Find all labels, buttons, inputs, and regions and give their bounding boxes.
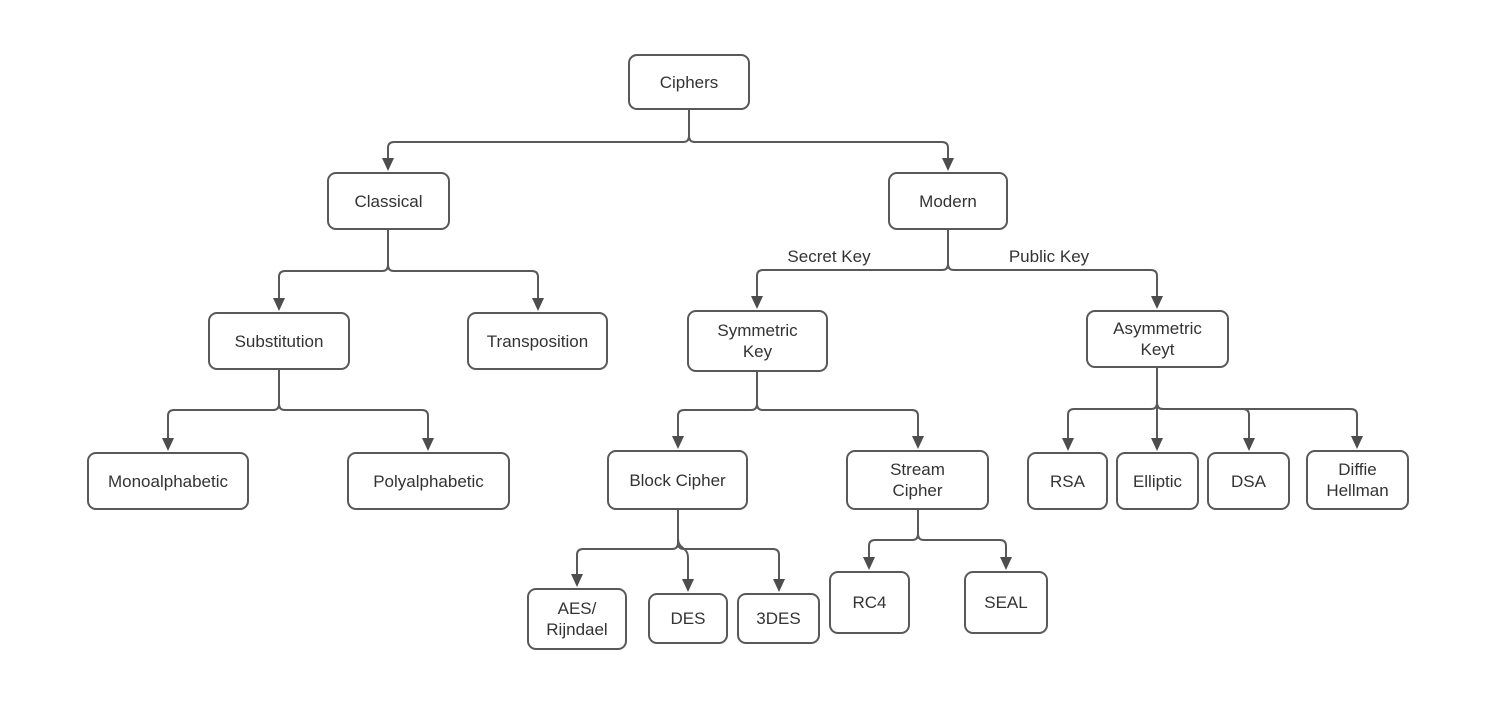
edge-block-cipher-aes-rijndael xyxy=(571,510,679,587)
edge-classical-substitution xyxy=(273,230,389,311)
edge-ciphers-modern xyxy=(688,110,954,171)
edge-label-public-key: Public Key xyxy=(1008,247,1090,266)
node-ciphers: Ciphers xyxy=(628,54,750,110)
node-monoalphabetic: Monoalphabetic xyxy=(87,452,249,510)
edge-stream-cipher-seal xyxy=(917,510,1012,570)
edge-asymmetric-keyt-diffie-hellman xyxy=(1156,368,1363,449)
edge-substitution-polyalphabetic xyxy=(278,370,434,451)
edge-modern-symmetric-key xyxy=(751,230,949,309)
node-3des: 3DES xyxy=(737,593,820,644)
edge-asymmetric-keyt-rsa xyxy=(1062,368,1158,451)
node-elliptic: Elliptic xyxy=(1116,452,1199,510)
edge-symmetric-key-stream-cipher xyxy=(756,372,924,449)
node-des: DES xyxy=(648,593,728,644)
edge-ciphers-classical xyxy=(382,110,690,171)
node-substitution: Substitution xyxy=(208,312,350,370)
edge-symmetric-key-block-cipher xyxy=(672,372,758,449)
edge-stream-cipher-rc4 xyxy=(863,510,919,570)
node-stream-cipher: Stream Cipher xyxy=(846,450,989,510)
node-classical: Classical xyxy=(327,172,450,230)
edge-substitution-monoalphabetic xyxy=(162,370,280,451)
node-seal: SEAL xyxy=(964,571,1048,634)
edge-modern-asymmetric-keyt xyxy=(947,230,1163,309)
edge-block-cipher-des xyxy=(677,510,694,592)
node-transposition: Transposition xyxy=(467,312,608,370)
edge-label-secret-key: Secret Key xyxy=(787,247,871,266)
node-polyalphabetic: Polyalphabetic xyxy=(347,452,510,510)
node-modern: Modern xyxy=(888,172,1008,230)
node-symmetric-key: Symmetric Key xyxy=(687,310,828,372)
node-rsa: RSA xyxy=(1027,452,1108,510)
node-rc4: RC4 xyxy=(829,571,910,634)
node-diffie-hellman: Diffie Hellman xyxy=(1306,450,1409,510)
edge-classical-transposition xyxy=(387,230,544,311)
node-aes-rijndael: AES/ Rijndael xyxy=(527,588,627,650)
node-asymmetric-keyt: Asymmetric Keyt xyxy=(1086,310,1229,368)
node-dsa: DSA xyxy=(1207,452,1290,510)
edge-block-cipher-3des xyxy=(677,510,785,592)
node-block-cipher: Block Cipher xyxy=(607,450,748,510)
